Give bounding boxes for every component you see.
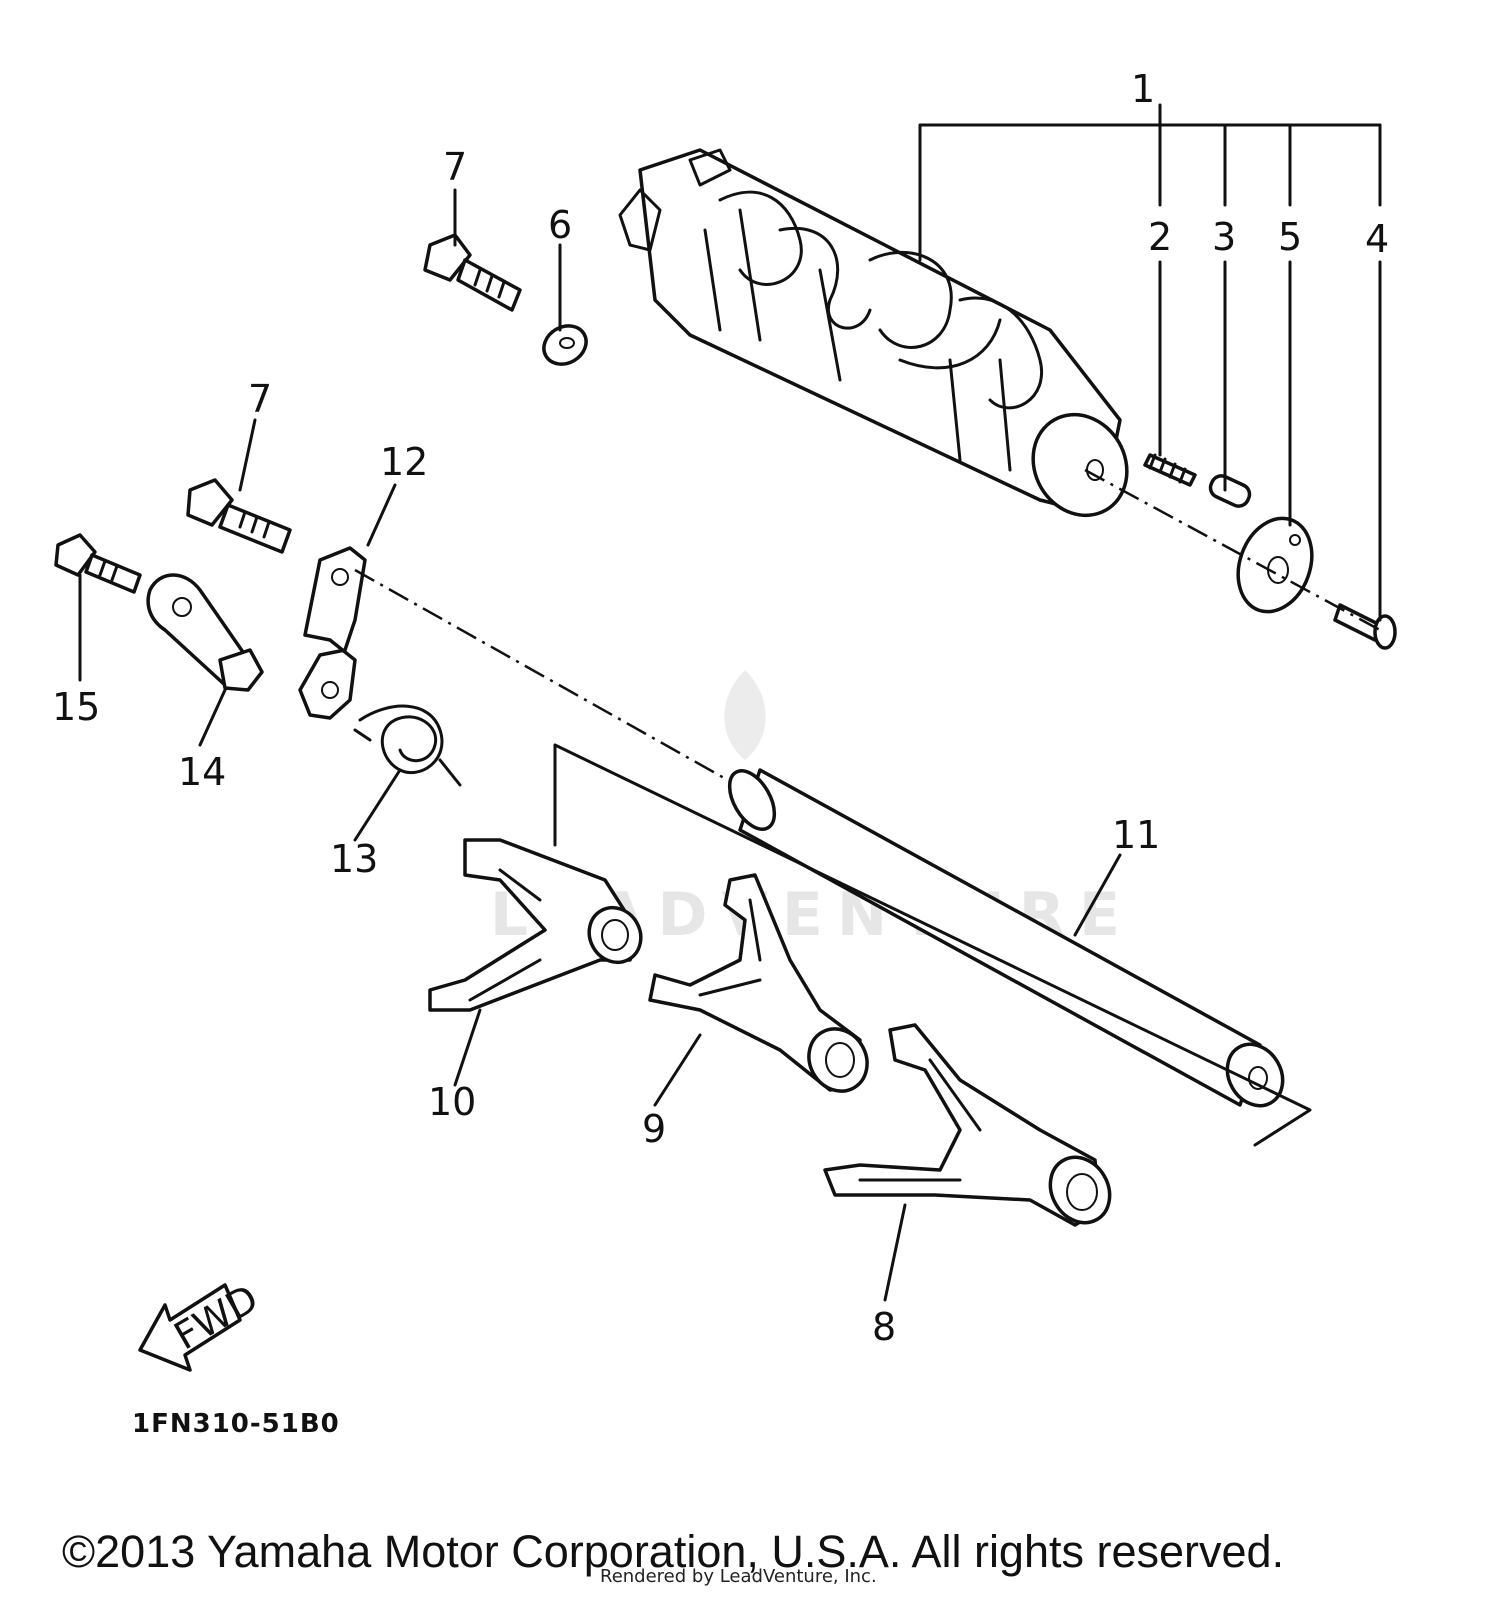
lever-12	[298, 546, 367, 720]
callout-9: 9	[642, 1107, 666, 1151]
callout-7-top: 7	[443, 145, 467, 189]
bolt-7-top	[423, 233, 522, 312]
drum-end-parts	[1143, 453, 1252, 508]
shift-fork-9	[648, 873, 869, 1093]
callout-4: 4	[1365, 217, 1389, 261]
bolt-15	[54, 533, 142, 594]
lever-14	[146, 573, 264, 692]
shift-shaft-11	[727, 768, 1285, 1108]
callout-7-mid: 7	[248, 377, 272, 421]
callout-11: 11	[1112, 813, 1160, 857]
callout-6: 6	[548, 203, 572, 247]
callout-10: 10	[428, 1080, 476, 1124]
callout-2: 2	[1148, 215, 1172, 259]
washer-6	[542, 324, 588, 366]
shift-fork-10	[428, 838, 643, 1012]
leader-lines	[78, 103, 1382, 1302]
callout-1: 1	[1131, 67, 1155, 111]
bolt-7-mid	[186, 478, 292, 554]
shift-drum	[618, 148, 1129, 518]
copyright-notice: ©2013 Yamaha Motor Corporation, U.S.A. A…	[62, 1526, 1285, 1577]
callout-5: 5	[1278, 215, 1302, 259]
callout-12: 12	[380, 440, 428, 484]
rendered-by-notice: Rendered by LeadVenture, Inc.	[600, 1566, 877, 1587]
screw-4	[1333, 603, 1397, 650]
segment-plate	[1236, 516, 1314, 614]
callout-3: 3	[1212, 215, 1236, 259]
callout-13: 13	[330, 837, 378, 881]
drum-axis-line	[1084, 468, 1381, 632]
callout-14: 14	[178, 750, 226, 794]
fwd-arrow-icon: FWD	[138, 1276, 266, 1372]
fwd-label: FWD	[167, 1276, 266, 1358]
shift-fork-8	[823, 1023, 1112, 1227]
spring-13	[353, 704, 462, 787]
drawing-code: 1FN310-51B0	[132, 1409, 340, 1439]
callout-15: 15	[52, 685, 100, 729]
callout-8: 8	[872, 1305, 896, 1349]
fork-bracket-line	[553, 743, 1312, 1147]
callouts: 1 2 3 4 5 6 7 7 8 9 10 11 12 13 14 15	[52, 67, 1389, 1349]
